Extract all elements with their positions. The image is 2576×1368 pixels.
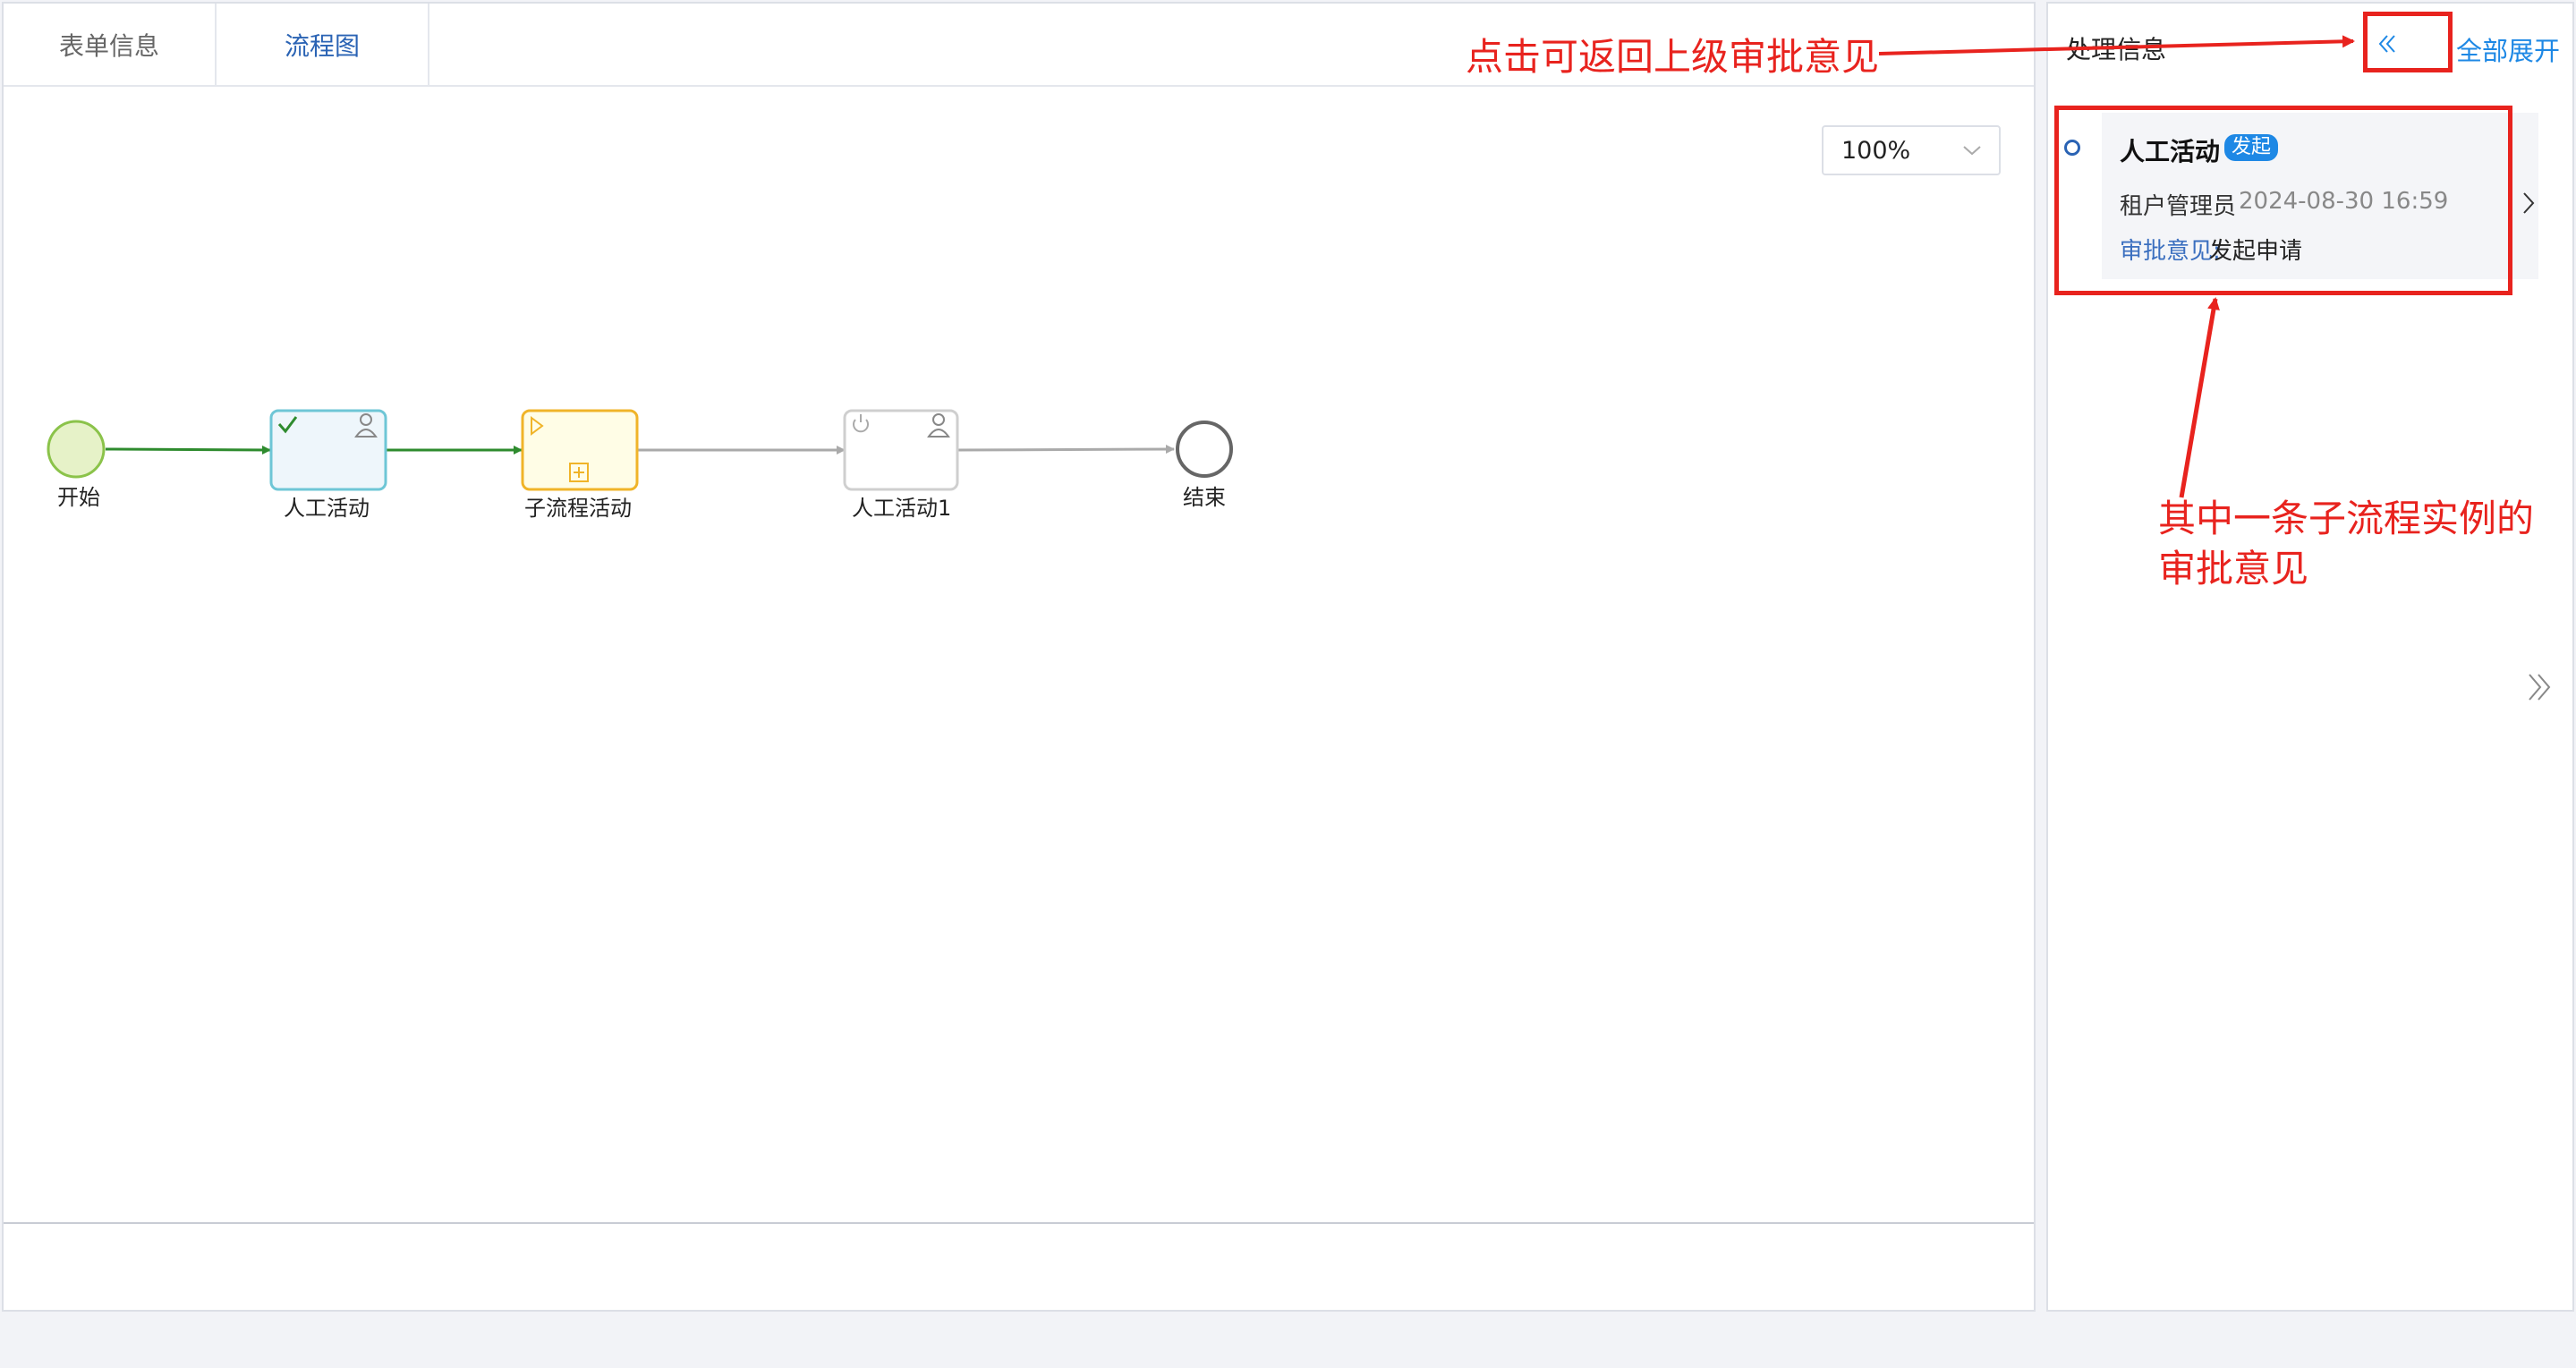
expand-all-link[interactable]: 全部展开 [2456, 36, 2561, 66]
handler-name: 租户管理员 [2120, 193, 2237, 220]
end-event-label: 结束 [1183, 485, 1226, 510]
power-icon [853, 414, 869, 433]
annotation-back-hint: 点击可返回上级审批意见 [1466, 35, 1880, 79]
back-to-parent-button[interactable] [2365, 21, 2408, 66]
annotation-box-record [2054, 106, 2512, 295]
chevron-down-icon [1963, 146, 1981, 156]
play-icon [531, 416, 544, 436]
end-event[interactable] [1176, 421, 1233, 478]
annotation-record-hint: 其中一条子流程实例的 审批意见 [2158, 494, 2534, 594]
tab-flowchart[interactable]: 流程图 [217, 4, 429, 85]
approval-record-card[interactable]: 人工活动 发起 租户管理员 2024-08-30 16:59 审批意见: 发起申… [2102, 113, 2538, 279]
chevron-right-icon [2523, 192, 2535, 214]
flow-start-task1 [105, 445, 271, 455]
process-diagram: 开始 人工活动 子流程活动 [47, 409, 1233, 521]
check-icon [277, 416, 298, 434]
expand-icon [569, 463, 589, 482]
panel-title: 处理信息 [2066, 35, 2167, 64]
activity-name: 人工活动 [2120, 137, 2221, 166]
zoom-select[interactable]: 100% [1822, 125, 2001, 175]
user-task-1[interactable] [269, 409, 387, 491]
start-event[interactable] [47, 420, 106, 479]
subprocess-task[interactable] [521, 409, 639, 491]
tab-bar: 表单信息 流程图 [4, 4, 2034, 87]
status-badge: 发起 [2224, 134, 2279, 161]
double-chevron-left-icon [2378, 35, 2395, 53]
user-task-2[interactable] [843, 409, 959, 491]
start-event-label: 开始 [57, 485, 100, 510]
processing-info-panel: 处理信息 全部展开 人工活动 发起 租户管理员 2024-08-30 16:59… [2046, 2, 2574, 1312]
annotation-record-hint-line2: 审批意见 [2158, 547, 2309, 591]
user-icon [927, 413, 950, 438]
divider [4, 1222, 2034, 1224]
timeline-dot [2064, 140, 2080, 156]
annotation-record-hint-line1: 其中一条子流程实例的 [2158, 497, 2535, 540]
zoom-value: 100% [1841, 136, 1911, 165]
flow-task2-end [956, 445, 1175, 455]
process-panel: 表单信息 流程图 100% 开始 [2, 2, 2036, 1312]
annotation-box-back-button [2363, 12, 2453, 72]
subprocess-task-label: 子流程活动 [524, 496, 632, 521]
tab-form-info[interactable]: 表单信息 [4, 4, 217, 85]
user-task-1-label: 人工活动 [284, 496, 370, 521]
double-chevron-right-icon[interactable] [2524, 669, 2556, 705]
handle-time: 2024-08-30 16:59 [2239, 188, 2449, 215]
opinion-label: 审批意见: [2120, 238, 2221, 265]
opinion-value: 发起申请 [2209, 238, 2303, 265]
user-task-2-label: 人工活动1 [852, 496, 951, 521]
user-icon [354, 413, 378, 438]
